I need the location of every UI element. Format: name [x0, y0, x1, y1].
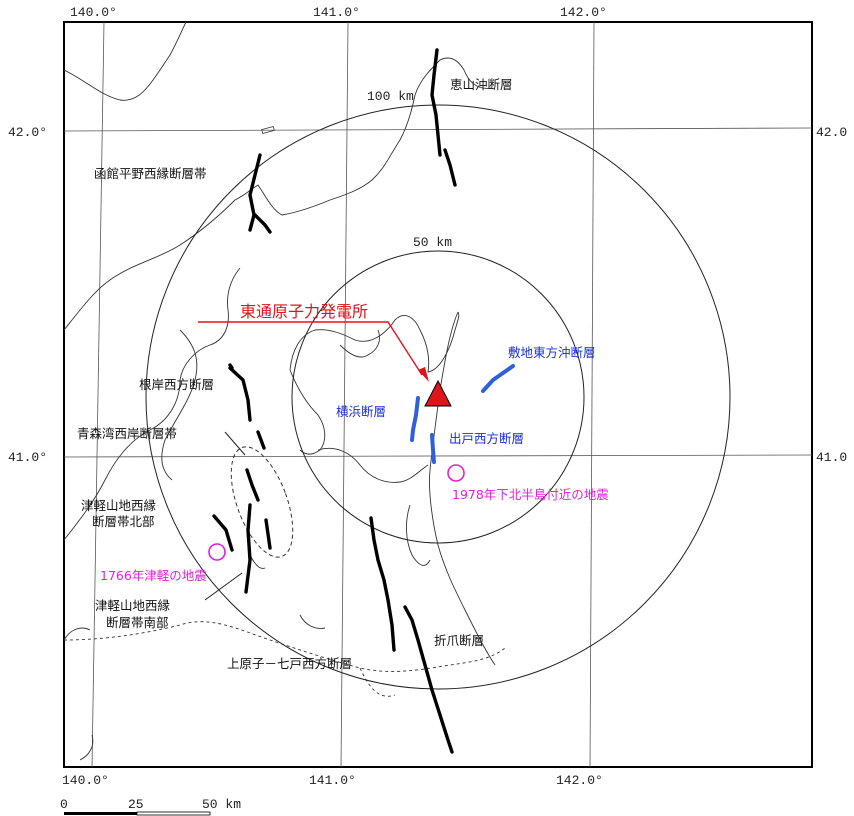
- site-arrow-head: [418, 367, 429, 382]
- fault-shikichi-east: [481, 364, 515, 393]
- fault-negishi: [228, 366, 252, 422]
- graticule: [64, 22, 812, 767]
- lat-tick-right-41: 41.0: [816, 450, 847, 465]
- scale-bar-mid: 25: [128, 797, 144, 812]
- label-eshan-oki-fault: 恵山沖断層: [450, 77, 513, 92]
- ring-50km-label: 50 km: [413, 235, 452, 250]
- label-kamiharako-fault: 上原子－七戸西方断層: [227, 656, 352, 671]
- scale-bar: 0 25 50 km: [60, 797, 241, 816]
- label-yokohama-fault: 横浜断層: [336, 404, 386, 419]
- site-label: 東通原子力発電所: [240, 302, 368, 321]
- fault-negishi-north: [228, 363, 234, 370]
- fault-aomori-west-1: [256, 430, 266, 450]
- fault-yokohama: [410, 396, 420, 442]
- label-oritsume-fault: 折爪断層: [434, 633, 484, 648]
- label-hakodate-fault: 函館平野西縁断層帯: [94, 166, 207, 181]
- label-aomori-bay-fault: 青森湾西岸断層帯: [77, 426, 177, 441]
- earthquake-1978-marker: [447, 464, 465, 482]
- lon-tick-bottom-140: 140.0°: [62, 773, 109, 788]
- scale-bar-zero: 0: [60, 797, 68, 812]
- fault-tsugaru-south: [244, 503, 252, 594]
- label-deto-west-fault: 出戸西方断層: [449, 431, 524, 446]
- fault-aomori-west-2: [245, 468, 260, 502]
- label-shikichi-east-fault: 敷地東方沖断層: [508, 345, 596, 360]
- ring-50km: [291, 250, 585, 544]
- ring-100km-label: 100 km: [367, 89, 414, 104]
- coastlines: [64, 22, 496, 761]
- lat-tick-right-42: 42.0: [816, 125, 847, 140]
- fault-eshan-oki: [430, 48, 442, 157]
- fault-kamiharako: [369, 516, 396, 652]
- fault-oritsume: [403, 605, 454, 754]
- fault-deto-west: [430, 433, 436, 464]
- label-earthquake-1978: 1978年下北半島付近の地震: [452, 487, 609, 502]
- label-tsugaru-north-1: 津軽山地西縁: [81, 498, 156, 513]
- site-red-triangle-icon: [424, 379, 452, 407]
- lon-tick-bottom-142: 142.0°: [556, 773, 603, 788]
- leader-lines: [204, 431, 246, 601]
- label-tsugaru-south-1: 津軽山地西縁: [95, 598, 170, 613]
- land-faults: [212, 48, 457, 754]
- lat-tick-left-42: 42.0°: [8, 125, 47, 140]
- fault-hakodate-branch: [253, 213, 272, 234]
- lon-tick-top-140: 140.0°: [70, 5, 117, 20]
- lon-tick-top-142: 142.0°: [560, 5, 607, 20]
- fault-tsugaru-north: [212, 514, 234, 552]
- lon-tick-top-141: 141.0°: [313, 5, 360, 20]
- lat-tick-left-41: 41.0°: [8, 450, 47, 465]
- label-tsugaru-north-2: 断層帯北部: [92, 514, 155, 529]
- fault-hakodate: [248, 153, 262, 232]
- ring-100km: [145, 104, 731, 690]
- label-tsugaru-south-2: 断層帯南部: [106, 615, 169, 630]
- label-negishi-fault: 根岸西方断層: [139, 377, 214, 392]
- site-arrow: [198, 321, 423, 376]
- label-earthquake-1766: 1766年津軽の地震: [100, 568, 207, 583]
- small-island: [261, 126, 275, 134]
- fault-aomori-west-3: [264, 518, 272, 550]
- aomori-bay-fault-zone-outline: [230, 446, 294, 558]
- scale-bar-end: 50 km: [202, 797, 241, 812]
- earthquake-1766-marker: [208, 543, 226, 561]
- fault-eshan-oki-south: [443, 148, 457, 187]
- lon-tick-bottom-141: 141.0°: [309, 773, 356, 788]
- offshore-faults: [410, 364, 515, 464]
